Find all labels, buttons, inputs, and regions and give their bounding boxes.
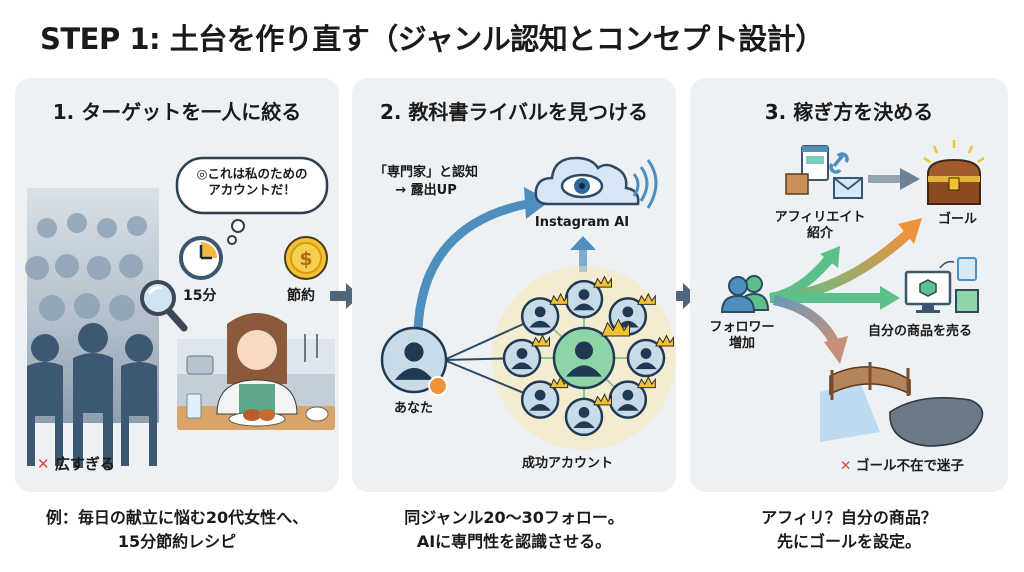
branching-arrows bbox=[769, 218, 922, 364]
speech-bubble-text: ◎これは私のための アカウントだ！ bbox=[196, 166, 308, 197]
panel-monetize: 3. 稼ぎ方を決める アフィリエイト 紹介 ゴール bbox=[690, 78, 1008, 492]
recognition-label: 「専門家」と認知 → 露出UP bbox=[374, 165, 479, 198]
avatar-body bbox=[573, 421, 595, 429]
panel-heading: 1. ターゲットを一人に絞る bbox=[52, 100, 302, 124]
crown-icon bbox=[549, 292, 569, 305]
avatar-head bbox=[622, 306, 634, 318]
affiliate-label: アフィリエイト 紹介 bbox=[774, 210, 866, 241]
goal-label: ゴール bbox=[938, 212, 978, 227]
treasure-chest-icon bbox=[923, 140, 985, 205]
avatar-body bbox=[529, 320, 551, 328]
cross-icon: ✕ bbox=[840, 458, 852, 474]
panel-1-caption: 例：毎日の献立に悩む20代女性へ、 15分節約レシピ bbox=[45, 508, 309, 551]
own-product-label: 自分の商品を売る bbox=[868, 324, 973, 339]
panel-target: 1. ターゲットを一人に絞る bbox=[15, 78, 339, 492]
crown-icon bbox=[593, 275, 612, 288]
avatar-head bbox=[578, 289, 590, 300]
crown-icon bbox=[531, 334, 550, 347]
panel-3-caption: アフィリ？自分の商品？ 先にゴールを設定。 bbox=[761, 508, 937, 551]
crown-icon bbox=[601, 318, 630, 337]
avatar-head bbox=[575, 341, 593, 360]
avatar-head bbox=[534, 389, 546, 401]
avatar-body bbox=[635, 362, 657, 370]
avatar-body bbox=[394, 367, 434, 380]
own-product-icon bbox=[904, 257, 979, 313]
avatar-body bbox=[573, 303, 595, 311]
exposure-arrow bbox=[413, 187, 550, 332]
woman-kitchen-illustration bbox=[177, 313, 335, 430]
clock-label: 15分 bbox=[183, 288, 217, 304]
coin-label: 節約 bbox=[287, 288, 315, 304]
crowd-illustration bbox=[25, 188, 159, 468]
badge-icon bbox=[428, 376, 448, 396]
coin-icon: $ bbox=[284, 236, 328, 280]
avatar-body bbox=[617, 404, 639, 411]
panel-heading: 3. 稼ぎ方を決める bbox=[764, 100, 934, 124]
clock-icon bbox=[179, 236, 223, 280]
page-title: STEP 1: 土台を作り直す（ジャンル認知とコンセプト設計） bbox=[40, 22, 824, 56]
speech-bubble bbox=[175, 156, 329, 245]
success-network bbox=[380, 266, 676, 450]
avatar-head bbox=[404, 342, 424, 362]
too-broad-label: ✕ 広すぎる bbox=[37, 455, 115, 473]
panel-2-caption: 同ジャンル20〜30フォロー。 AIに専門性を認識させる。 bbox=[404, 508, 624, 551]
avatar-head bbox=[578, 407, 590, 418]
avatar-body bbox=[511, 362, 533, 370]
avatar-head bbox=[622, 389, 634, 401]
step-arrow-icon bbox=[667, 283, 697, 309]
up-arrow bbox=[570, 236, 596, 272]
panel-rival: 2. 教科書ライバルを見つける 「専門家」と認知 → 露出UP Instagra… bbox=[352, 78, 676, 492]
avatar-head bbox=[640, 348, 652, 359]
cross-icon: ✕ bbox=[37, 455, 50, 473]
svg-text:$: $ bbox=[299, 248, 312, 270]
success-accounts-label: 成功アカウント bbox=[522, 456, 614, 471]
instagram-ai-label: Instagram AI bbox=[534, 215, 630, 230]
you-label: あなた bbox=[394, 401, 434, 416]
crown-icon bbox=[593, 393, 612, 406]
broken-bridge-illustration bbox=[820, 362, 984, 447]
crown-icon bbox=[655, 334, 674, 347]
avatar-body bbox=[529, 404, 551, 411]
avatar-head bbox=[516, 348, 528, 359]
no-goal-lost-label: ✕ ゴール不在で迷子 bbox=[840, 458, 965, 474]
avatar-head bbox=[534, 306, 546, 318]
followers-icon bbox=[720, 275, 770, 313]
cloud-eye-icon bbox=[534, 156, 658, 209]
avatar-body bbox=[617, 320, 639, 328]
to-goal-arrow bbox=[868, 168, 920, 190]
affiliate-icons bbox=[785, 145, 863, 199]
avatar-body bbox=[566, 365, 602, 377]
crown-icon bbox=[549, 376, 569, 389]
follower-growth-label: フォロワー 増加 bbox=[709, 320, 775, 351]
crown-icon bbox=[637, 376, 656, 389]
magnifier-icon bbox=[140, 280, 188, 332]
panel-heading: 2. 教科書ライバルを見つける bbox=[379, 100, 649, 124]
crown-icon bbox=[637, 292, 656, 305]
